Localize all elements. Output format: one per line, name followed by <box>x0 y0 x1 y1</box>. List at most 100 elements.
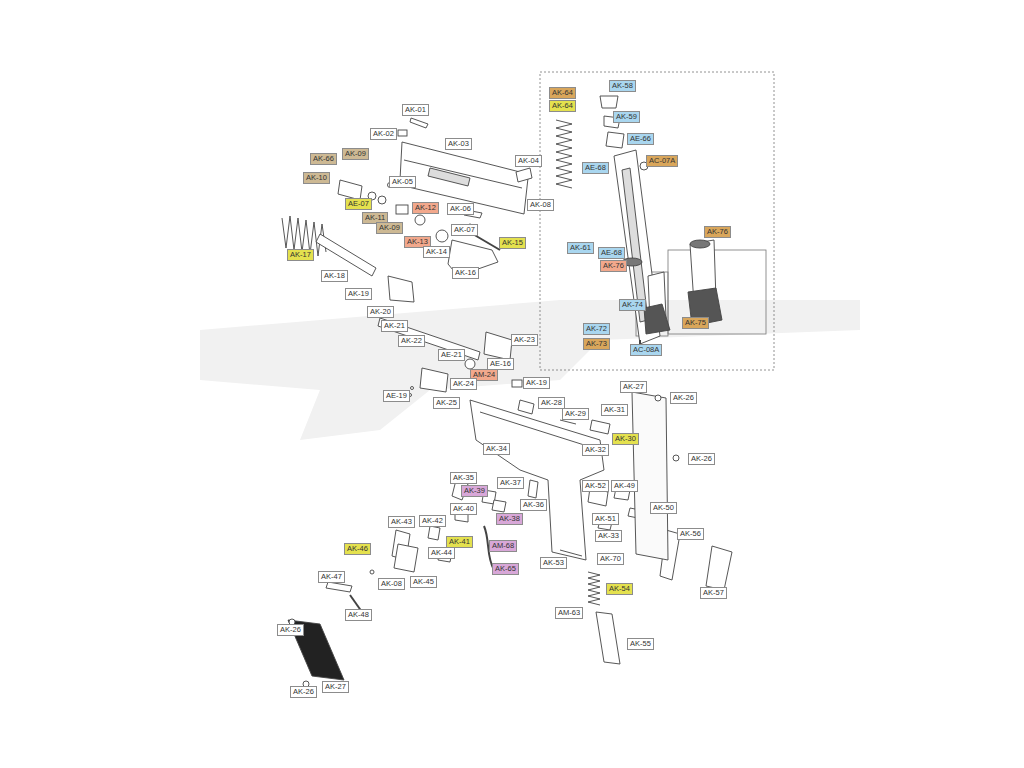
part-number: AE-68 <box>585 163 606 172</box>
part-number: AK-74 <box>622 300 643 309</box>
part-number: AK-12 <box>415 203 436 212</box>
part-number: AK-06 <box>450 204 471 213</box>
callout-box: AK-57 <box>700 587 727 599</box>
callout-box: AK-52 <box>582 480 609 492</box>
callout-box: AK-53 <box>540 557 567 569</box>
part-number: AK-08 <box>381 579 402 588</box>
part-number: AK-76 <box>603 261 624 270</box>
part-number: AK-37 <box>500 478 521 487</box>
callout-box: AK-64 <box>549 100 576 112</box>
callout-box: AK-22 <box>398 335 425 347</box>
part-number: AK-47 <box>321 572 342 581</box>
callout-box: AK-26 <box>290 686 317 698</box>
callout-box: AK-35 <box>450 472 477 484</box>
callout-box: AK-46 <box>344 543 371 555</box>
part-number: AK-48 <box>348 610 369 619</box>
callout-box: AK-05 <box>389 176 416 188</box>
part-number: AK-16 <box>455 268 476 277</box>
part-number: AE-21 <box>441 350 462 359</box>
part-number: AK-18 <box>324 271 345 280</box>
callout-box: AC-08A <box>630 344 662 356</box>
callout-box: AK-66 <box>310 153 337 165</box>
callout-box: AK-15 <box>499 237 526 249</box>
callout-box: AE-19 <box>383 390 410 402</box>
part-number: AK-76 <box>707 227 728 236</box>
callout-box: AK-44 <box>428 547 455 559</box>
part-number: AK-53 <box>543 558 564 567</box>
callout-box: AM-68 <box>489 540 517 552</box>
callout-box: AK-01 <box>402 104 429 116</box>
part-number: AK-75 <box>685 318 706 327</box>
callout-box: AK-06 <box>447 203 474 215</box>
part-number: AK-02 <box>373 129 394 138</box>
part-number: AK-09 <box>345 149 366 158</box>
callout-box: AK-37 <box>497 477 524 489</box>
callout-box: AK-49 <box>611 480 638 492</box>
part-number: AK-42 <box>422 516 443 525</box>
callout-box: AK-51 <box>592 513 619 525</box>
part-number: AK-05 <box>392 177 413 186</box>
callout-box: AK-20 <box>367 306 394 318</box>
part-number: AK-22 <box>401 336 422 345</box>
part-number: AK-33 <box>598 531 619 540</box>
callout-box: AK-09 <box>376 222 403 234</box>
part-number: AM-68 <box>492 541 514 550</box>
part-number: AK-17 <box>290 250 311 259</box>
part-number: AK-23 <box>514 335 535 344</box>
part-number: AK-41 <box>449 537 470 546</box>
callout-box: AK-07 <box>451 224 478 236</box>
callout-box: AE-68 <box>582 162 609 174</box>
callout-box: AE-66 <box>627 133 654 145</box>
part-number: AE-16 <box>490 359 511 368</box>
callout-box: AK-56 <box>677 528 704 540</box>
callout-box: AK-10 <box>303 172 330 184</box>
callout-box: AK-26 <box>688 453 715 465</box>
callout-box: AK-12 <box>412 202 439 214</box>
part-number: AK-20 <box>370 307 391 316</box>
callout-box: AK-19 <box>523 377 550 389</box>
callout-box: AK-65 <box>492 563 519 575</box>
part-number: AK-64 <box>552 88 573 97</box>
part-number: AK-73 <box>586 339 607 348</box>
callout-box: AE-21 <box>438 349 465 361</box>
part-number: AK-31 <box>604 405 625 414</box>
callout-box: AE-07 <box>345 198 372 210</box>
part-number: AE-07 <box>348 199 369 208</box>
part-number: AK-52 <box>585 481 606 490</box>
part-number: AK-32 <box>585 445 606 454</box>
part-number: AK-36 <box>523 500 544 509</box>
callout-box: AK-48 <box>345 609 372 621</box>
callout-box: AK-61 <box>567 242 594 254</box>
callout-box: AE-68 <box>598 247 625 259</box>
part-number: AK-08 <box>530 200 551 209</box>
part-number: AK-11 <box>365 213 385 222</box>
part-number: AC-08A <box>633 345 659 354</box>
part-number: AK-07 <box>454 225 475 234</box>
callout-box: AK-09 <box>342 148 369 160</box>
callout-box: AK-43 <box>388 516 415 528</box>
callout-box: AM-63 <box>555 607 583 619</box>
part-number: AK-04 <box>518 156 539 165</box>
magazine-region <box>540 72 774 370</box>
callout-box: AK-38 <box>496 513 523 525</box>
part-number: AK-03 <box>448 139 469 148</box>
callout-box: AK-74 <box>619 299 646 311</box>
callout-box: AK-26 <box>277 624 304 636</box>
callout-box: AK-23 <box>511 334 538 346</box>
callout-box: AK-27 <box>322 681 349 693</box>
callout-box: AK-19 <box>345 288 372 300</box>
part-number: AK-56 <box>680 529 701 538</box>
callout-box: AK-55 <box>627 638 654 650</box>
callout-box: AK-02 <box>370 128 397 140</box>
callout-box: AK-16 <box>452 267 479 279</box>
callout-box: AK-08 <box>378 578 405 590</box>
part-number: AK-26 <box>691 454 712 463</box>
part-number: AK-38 <box>499 514 520 523</box>
part-number: AK-65 <box>495 564 516 573</box>
callout-box: AK-42 <box>419 515 446 527</box>
part-number: AK-21 <box>384 321 405 330</box>
part-number: AK-01 <box>405 105 426 114</box>
callout-box: AK-31 <box>601 404 628 416</box>
callout-box: AK-27 <box>620 381 647 393</box>
callout-box: AK-25 <box>433 397 460 409</box>
